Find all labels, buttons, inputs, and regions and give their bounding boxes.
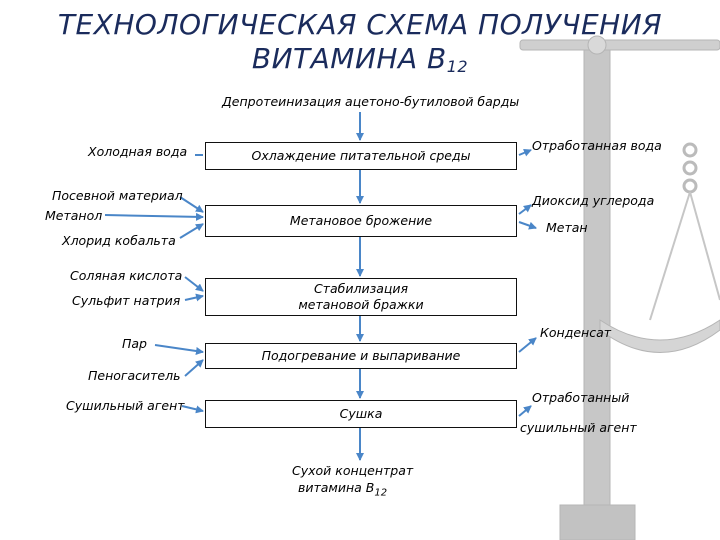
output-carbon-dioxide: Диоксид углерода [532, 193, 655, 208]
step-heating-evaporation: Подогревание и выпаривание [205, 343, 517, 369]
output-condensate: Конденсат [540, 325, 612, 340]
step-cooling: Охлаждение питательной среды [205, 142, 517, 170]
top-input-label: Депротеинизация ацетоно-бутиловой барды [222, 94, 520, 109]
input-steam: Пар [122, 336, 147, 351]
input-cold-water: Холодная вода [88, 144, 188, 159]
arrow-output-co2 [518, 204, 532, 215]
arrow-input-methanol [104, 212, 204, 221]
arrow-input-sulfite [184, 293, 204, 302]
arrow-input-drying-agent [181, 405, 204, 414]
arrow-output-waste-water [518, 149, 532, 157]
output-waste-water: Отработанная вода [532, 138, 662, 153]
arrow-output-spent-agent [518, 405, 532, 417]
input-antifoam: Пеногаситель [88, 368, 181, 383]
arrow-input-steam [154, 344, 204, 355]
input-cobalt-chloride: Хлорид кобальта [62, 233, 176, 248]
arrow-output-condensate [518, 337, 537, 353]
output-methane: Метан [546, 220, 588, 235]
step-stabilization-line-2: метановой бражки [298, 297, 424, 312]
diagram-title-line-1: ТЕХНОЛОГИЧЕСКАЯ СХЕМА ПОЛУЧЕНИЯ [57, 8, 663, 41]
arrow-input-cobalt [179, 223, 204, 239]
step-stabilization-line-1: Стабилизация [313, 281, 409, 296]
arrow-input-hcl [184, 276, 204, 292]
step-methane-fermentation: Метановое брожение [205, 205, 517, 237]
arrow-output-methane [518, 221, 537, 230]
input-hydrochloric-acid: Соляная кислота [70, 268, 183, 283]
arrow-input-antifoam [184, 359, 204, 377]
input-methanol: Метанол [45, 208, 103, 223]
input-seed-material: Посевной материал [52, 188, 183, 203]
input-sodium-sulfite: Сульфит натрия [72, 293, 181, 308]
step-stabilization: Стабилизация метановой бражки [205, 278, 517, 316]
product-line-2: витамина В12 [298, 480, 388, 499]
arrow-input-seed [179, 196, 204, 213]
step-drying: Сушка [205, 400, 517, 428]
diagram-title-line-2: ВИТАМИНА В12 [251, 42, 469, 76]
product-line-1: Сухой концентрат [292, 463, 414, 478]
output-spent-drying-agent-line-2: сушильный агент [520, 420, 637, 435]
output-spent-drying-agent-line-1: Отработанный [532, 390, 630, 405]
input-drying-agent: Сушильный агент [66, 398, 185, 413]
